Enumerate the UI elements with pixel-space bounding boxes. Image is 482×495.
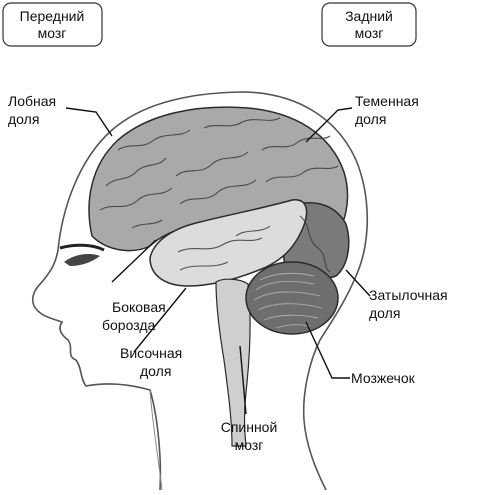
- cerebellum-label: Мозжечок: [351, 370, 416, 386]
- occipital-lobe-label-line1: Затылочная: [369, 287, 448, 303]
- head-outline: [31, 91, 369, 491]
- frontal-lobe-label-line2: доля: [8, 111, 39, 127]
- parietal-lobe-label-line2: доля: [355, 111, 386, 127]
- leader-parietal: [305, 107, 353, 143]
- gyri-texture: [99, 117, 339, 273]
- cerebellum: [245, 261, 339, 335]
- occipital-lobe-label-line2: доля: [369, 305, 400, 321]
- forebrain-label-line2: мозг: [38, 25, 67, 41]
- leader-lines: [65, 107, 371, 415]
- lateral-sulcus-label-line2: борозда: [102, 317, 156, 333]
- spinal-cord-label-line1: Спинной: [221, 419, 278, 435]
- eyebrow: [59, 243, 105, 252]
- neck-line: [149, 389, 163, 491]
- leader-temporal: [133, 287, 187, 353]
- eye-icon: [64, 254, 100, 266]
- temporal-lobe-label-line2: доля: [140, 363, 171, 379]
- spinal-cord-label-line2: мозг: [235, 437, 264, 453]
- forebrain-label-line1: Передний: [20, 8, 85, 24]
- leader-frontal: [65, 107, 113, 137]
- lateral-sulcus-label-line1: Боковая: [112, 299, 166, 315]
- hindbrain-label-line2: мозг: [355, 25, 384, 41]
- temporal-lobe-label-line1: Височная: [120, 345, 182, 361]
- leader-lateral-sulcus: [111, 239, 157, 283]
- temporal-lobe: [149, 199, 308, 287]
- frontal-lobe-label-line1: Лобная: [8, 93, 56, 109]
- leader-spinal-cord: [239, 345, 247, 415]
- brain-stem: [215, 278, 251, 447]
- hindbrain-box: Задний мозг: [321, 2, 417, 47]
- leader-cerebellum: [305, 321, 350, 379]
- leader-occipital: [345, 269, 371, 297]
- parietal-lobe-label-line1: Теменная: [355, 93, 419, 109]
- hindbrain-label-line1: Задний: [345, 8, 393, 24]
- cerebellum-folia: [253, 272, 323, 329]
- forebrain-box: Передний мозг: [2, 2, 103, 47]
